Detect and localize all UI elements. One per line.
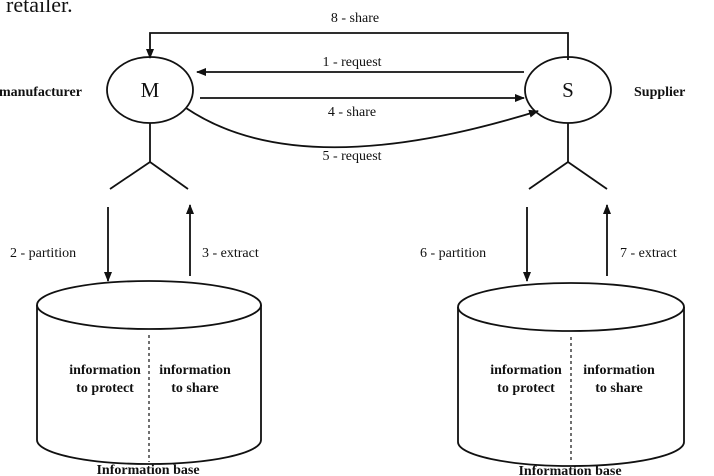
cylinder-top-left: [36, 280, 262, 330]
supplier-node-label: S: [562, 78, 574, 102]
info-protect-right-line2: to protect: [497, 381, 555, 396]
cylinder-body-right: [457, 307, 685, 467]
info-protect-right-line1: information: [490, 363, 562, 378]
info-share-left-line1: information: [159, 363, 231, 378]
info-share-left-line2: to share: [171, 381, 219, 396]
supplier-figure-right-leg: [567, 161, 608, 190]
top-cut-text: retailer.: [6, 0, 73, 17]
step-label-partition-6: 6 - partition: [420, 246, 486, 261]
supplier-figure-left-leg: [528, 161, 569, 190]
info-base-caption-right: Information base: [518, 464, 621, 476]
flow-label-share-4: 4 - share: [328, 105, 376, 120]
cylinder-top-right: [457, 282, 685, 332]
supplier-name: Supplier: [634, 85, 685, 100]
info-protect-left-line2: to protect: [76, 381, 134, 396]
flow-arrow-share-8: [146, 32, 569, 60]
manufacturer-figure-left-leg: [109, 161, 151, 190]
information-base-right: information to protect information to sh…: [457, 282, 685, 476]
step-label-extract-7: 7 - extract: [620, 246, 677, 261]
flow-label-share-8: 8 - share: [331, 11, 379, 26]
info-protect-left-line1: information: [69, 363, 141, 378]
cylinder-body-left: [36, 305, 262, 465]
info-share-right-line1: information: [583, 363, 655, 378]
information-base-left: information to protect information to sh…: [36, 280, 262, 476]
manufacturer-name: manufacturer: [0, 85, 82, 100]
step-label-extract-3: 3 - extract: [202, 246, 259, 261]
step-label-partition-2: 2 - partition: [10, 246, 76, 261]
info-base-caption-left: Information base: [96, 463, 199, 476]
manufacturer-node-label: M: [141, 78, 160, 102]
manufacturer-figure-right-leg: [149, 161, 189, 190]
flow-label-request-1: 1 - request: [322, 55, 381, 70]
flow-label-request-5: 5 - request: [322, 149, 381, 164]
info-share-right-line2: to share: [595, 381, 643, 396]
flow-arrow-request-5: [185, 107, 539, 149]
